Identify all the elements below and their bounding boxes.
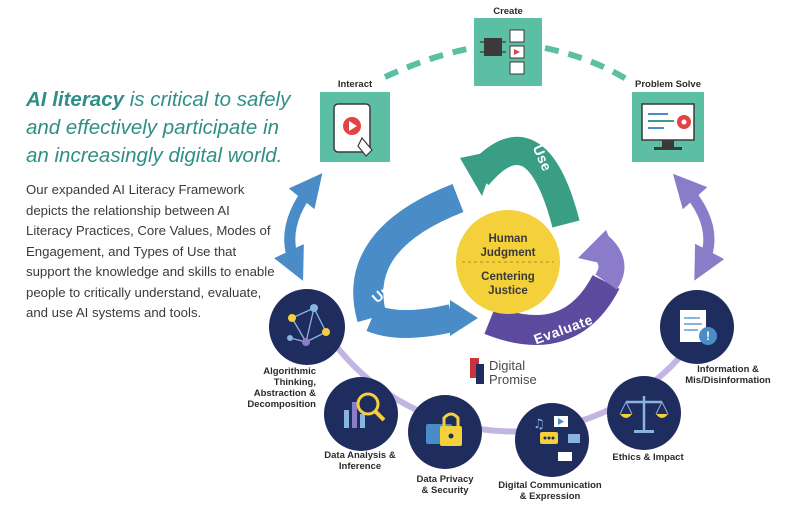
right-double-arrow [672,173,725,281]
dashed-link-right [544,45,630,83]
create-label: Create [493,6,523,17]
practice-ethics [607,376,681,450]
practice-digital-communication: ♫ [515,403,589,477]
create-box [474,18,542,86]
interact-box [320,92,390,162]
evaluate-arrow: Evaluate [484,230,625,347]
tablet-icon [333,103,373,157]
core-judgment: Judgment [481,247,536,259]
ethics-label: Ethics & Impact [612,452,684,463]
svg-text:♫: ♫ [533,417,545,432]
practice-data-privacy [408,395,482,469]
lock-icon [426,412,462,446]
data-privacy-line2: & Security [422,485,470,496]
practice-algorithmic [269,289,345,365]
media-icon: ♫ [533,416,580,461]
digital-comm-line1: Digital Communication [498,480,602,491]
algorithmic-line1: Algorithmic [263,366,316,377]
description: Our expanded AI Literacy Framework depic… [26,182,275,320]
headline: AI literacy is critical to safely and ef… [26,86,296,170]
interact-label: Interact [338,79,373,90]
core-justice: Justice [488,285,528,297]
brand-logo: Digital Promise [470,358,537,387]
data-privacy-line1: Data Privacy [416,474,474,485]
practice-data-analysis [324,377,398,451]
headline-bold: AI literacy [26,88,124,111]
practice-information: ! [660,290,734,364]
monitor-icon [641,103,695,150]
digital-comm-line2: & Expression [520,491,581,502]
logo-icon [470,358,484,384]
chip-icon [480,29,525,75]
problem-solve-box [632,92,704,162]
dashed-link-left [383,45,473,80]
problem-solve-label: Problem Solve [635,79,701,90]
headline-rest: is critical to safely and effectively pa… [26,88,291,167]
scales-icon [619,396,669,433]
algorithmic-line2: Thinking, [274,377,316,388]
algorithmic-line3: Abstraction & [254,388,316,399]
core-centering: Centering [481,271,535,283]
svg-text:!: ! [706,329,710,343]
algorithmic-line4: Decomposition [247,399,316,410]
use-arrow: Use [460,136,580,228]
core-human: Human [489,233,528,245]
data-analysis-line1: Data Analysis & [324,450,396,461]
information-line2: Mis/Disinformation [685,375,771,386]
information-line1: Information & [697,364,759,375]
data-analysis-line2: Inference [339,461,381,472]
left-double-arrow [274,173,323,281]
network-icon [287,304,330,346]
magnifier-icon [344,392,386,428]
document-icon: ! [680,310,717,345]
brand-line1: Digital [489,358,525,373]
brand-line2: Promise [489,372,537,387]
core-values: Human Judgment Centering Justice [456,210,560,314]
